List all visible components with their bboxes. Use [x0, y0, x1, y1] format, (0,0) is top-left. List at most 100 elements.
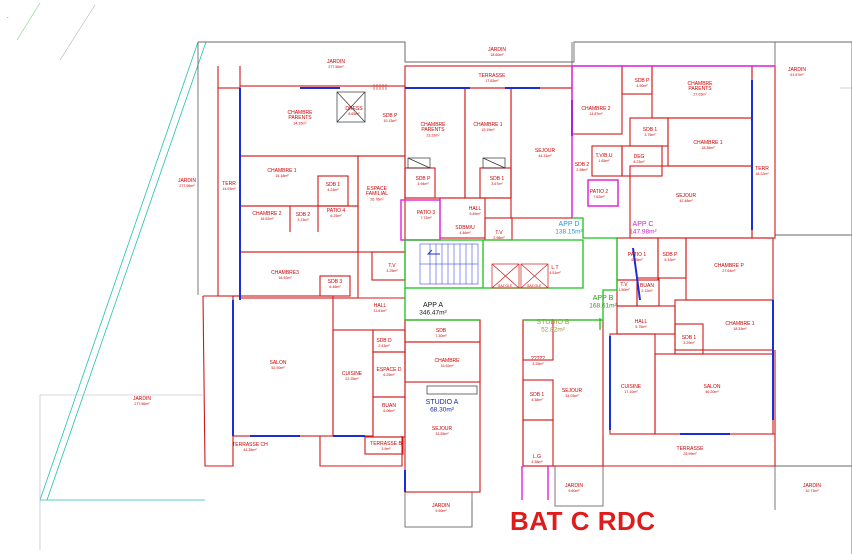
room-area: 6.06m² — [383, 409, 395, 413]
apartment-name: STUDIO A — [426, 399, 459, 406]
room-area: 15.18m² — [275, 174, 289, 178]
duct-labels: GAZ.OLE GAZ.OLE — [498, 284, 542, 288]
room-name: CHAMBRE — [687, 81, 713, 87]
room-area: 14.93m² — [222, 187, 236, 191]
room-name: SDB D — [376, 338, 392, 344]
room-area: 16.52m² — [260, 217, 274, 221]
room-label-patio-3: PATIO 37.72m² — [417, 210, 436, 220]
room-name: ????? — [531, 356, 545, 362]
room-area: 4.94m² — [417, 182, 429, 186]
room-name: CHAMBRE 1 — [473, 122, 502, 128]
room-label-chambre-2-left: CHAMBRE 216.52m² — [252, 211, 281, 221]
room-label-sdb-1-right: SDB 13.29m² — [682, 335, 697, 345]
room-label-sdb-1-right-top: SDB 13.75m² — [643, 127, 658, 137]
room-name: ESPACE — [367, 186, 388, 192]
apartment-label-studio-a: STUDIO A68.30m² — [426, 399, 459, 414]
room-name: SDB 1 — [682, 335, 697, 341]
room-label-sdb-2-right: SDB 22.98m² — [575, 162, 590, 172]
room-area: 18.60m² — [490, 53, 504, 57]
room-area: 6.46m² — [329, 285, 341, 289]
room-label-chambre-1-center: CHAMBRE 119.19m² — [473, 122, 502, 132]
room-name: BUAN — [382, 403, 396, 409]
room-name: SDB 1 — [643, 127, 658, 133]
room-label-chambre-p-right: CHAMBRE P27.64m² — [714, 263, 744, 273]
room-area: 26.76m² — [370, 197, 384, 201]
room-area: 4.90m² — [636, 84, 648, 88]
apartment-name: APP B — [593, 295, 614, 302]
room-area: 3.75m² — [644, 133, 656, 137]
room-name: SEJOUR — [562, 388, 583, 394]
room-name: SEJOUR — [432, 426, 453, 432]
room-name: SALON — [704, 384, 721, 390]
room-label-sdb-p-right: SDB P5.33m² — [662, 252, 678, 262]
room-name: JARDIN — [803, 483, 821, 489]
room-area: 42.48m² — [679, 199, 693, 203]
room-area: 7.62m² — [593, 195, 605, 199]
room-label-sdb-1-studio-b: SDB 14.38m² — [530, 392, 545, 402]
room-name: TERR — [755, 166, 769, 172]
room-area: 1.65m² — [598, 159, 610, 163]
apartment-area: 138.15m² — [555, 229, 583, 236]
room-area: 23.23m² — [426, 133, 440, 137]
room-area: 3.13m² — [297, 218, 309, 222]
room-name: PATIO 3 — [417, 210, 436, 216]
room-name: CUISINE — [621, 384, 642, 390]
room-name: JARDIN — [488, 47, 506, 53]
room-area: 1.50m² — [618, 288, 630, 292]
room-name: JARDIN — [178, 178, 196, 184]
room-label-chambre-2-right: CHAMBRE 214.87m² — [581, 106, 610, 116]
room-name: SDB 3 — [328, 279, 343, 285]
room-area: 33.55m² — [435, 432, 449, 436]
room-name: SDBM/U — [455, 225, 475, 231]
room-name: CHAMBRE 2 — [252, 211, 281, 217]
site-boundary — [16, 2, 207, 501]
room-name: ESPACE D — [377, 367, 402, 373]
room-label-lt: L.T4.51m² — [549, 265, 561, 275]
room-area: 6.25m² — [383, 373, 395, 377]
room-area: 277.56m² — [179, 184, 195, 188]
room-name: SDB P — [382, 113, 398, 119]
room-name: CHAMBRE 1 — [725, 321, 754, 327]
room-label-tv-left: T.V3.25m² — [386, 263, 398, 273]
room-area: 9.50m² — [435, 509, 447, 513]
room-labels: JARDIN277.56m²JARDIN18.60m²JARDIN61.67m²… — [133, 47, 821, 513]
room-area: 19.19m² — [481, 128, 495, 132]
app-c-outline — [400, 65, 775, 500]
room-label-unknown-room: ?????3.25m² — [531, 356, 545, 366]
room-area: 52.90m² — [271, 366, 285, 370]
room-name: FAMILIAL — [366, 191, 388, 197]
facade-windows — [232, 80, 774, 492]
room-area: 5.75m² — [635, 325, 647, 329]
room-name: SDB — [436, 328, 447, 334]
room-area: 4.38m² — [531, 398, 543, 402]
room-area: 3.25m² — [386, 269, 398, 273]
room-name: PATIO 4 — [327, 208, 346, 214]
room-area: 34.03m² — [565, 394, 579, 398]
room-name: SEJOUR — [676, 193, 697, 199]
room-name: CHAMBRE3 — [271, 270, 299, 276]
room-name: CHAMBRE — [287, 110, 313, 116]
room-area: 46.20m² — [705, 390, 719, 394]
room-area: 11.61m² — [374, 309, 388, 313]
entrance-steps — [373, 84, 387, 90]
room-name: SDB P — [415, 176, 431, 182]
room-area: 3.25m² — [532, 362, 544, 366]
